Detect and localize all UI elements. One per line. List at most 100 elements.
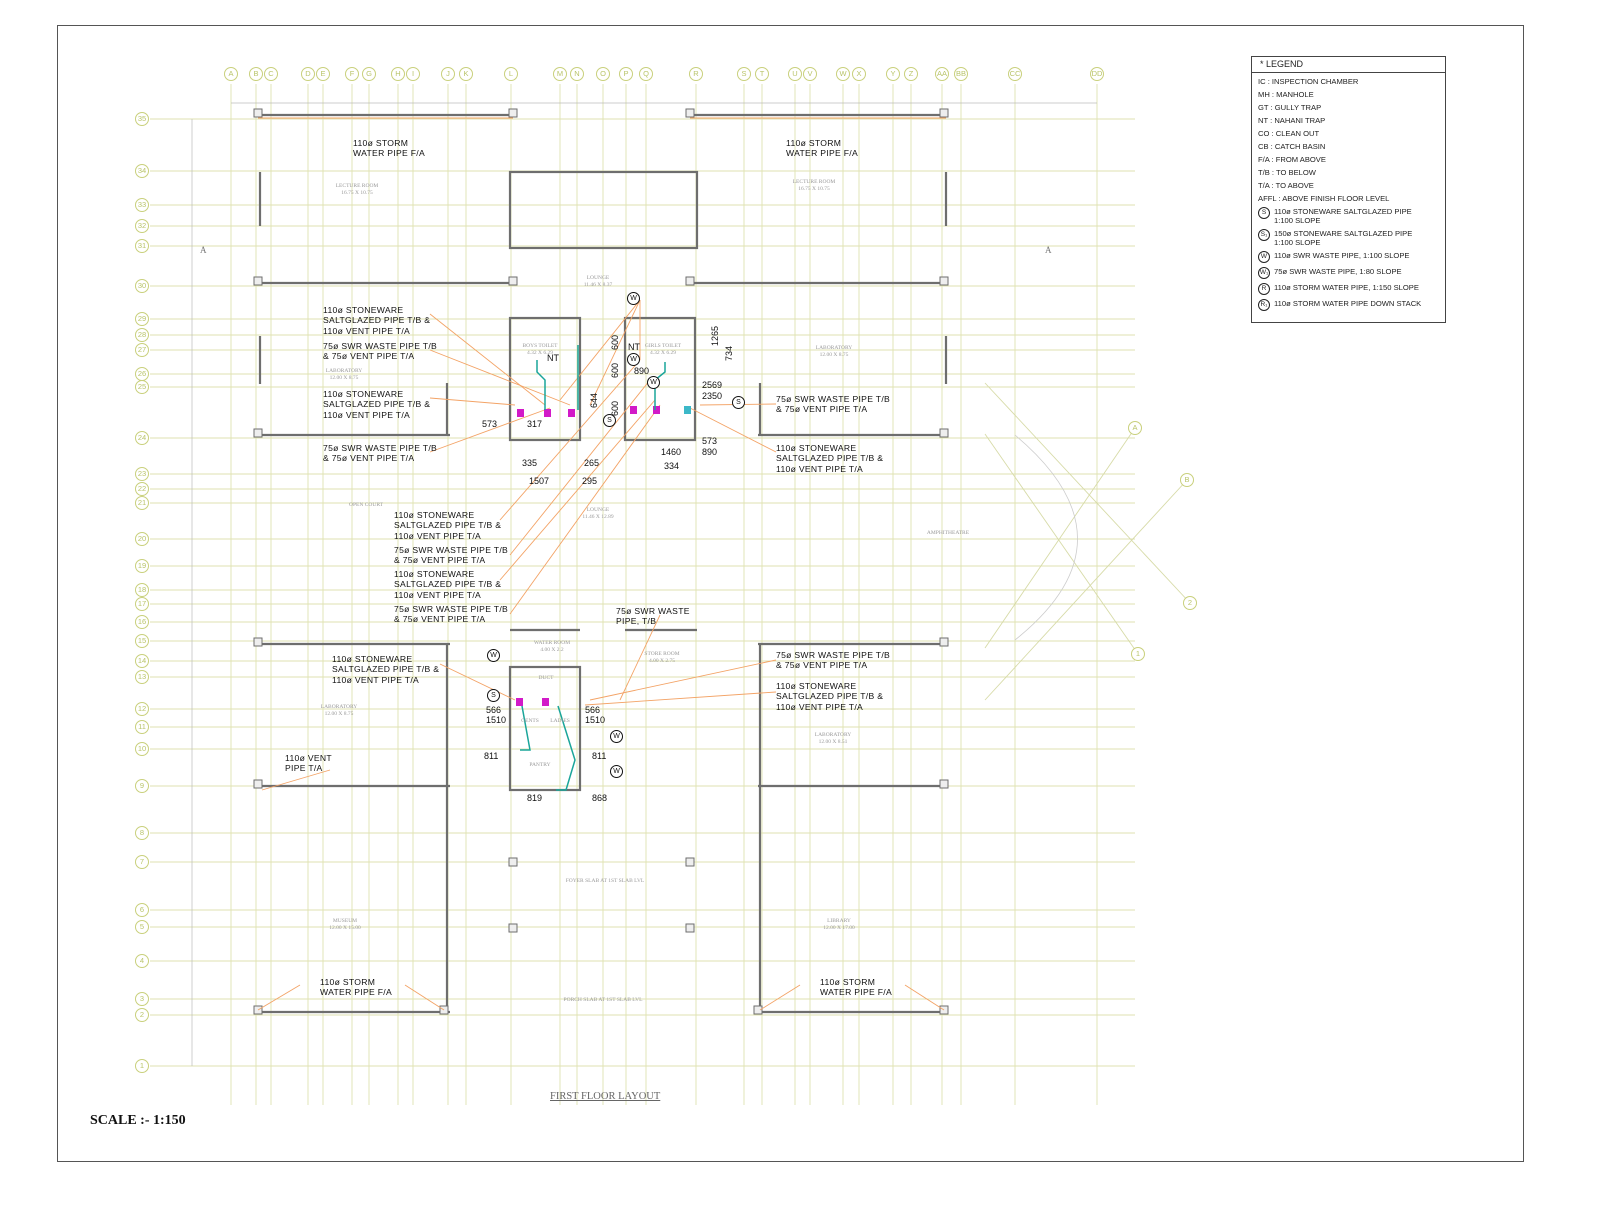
dimension: 295 [582,476,598,486]
room-label: LABORATORY 12.00 X 8.51 [814,732,852,745]
column [508,276,518,286]
room-label: DUCT [538,675,554,681]
core-walls [508,170,699,250]
grid-row-label: 26 [135,367,149,381]
pipe-note: 110ø STONEWARE SALTGLAZED PIPE T/B & 110… [323,389,431,420]
waste-pipe-symbol: W [627,292,640,305]
pipe-symbol-icon: S₁ [1258,229,1270,241]
radial-grid-line [984,479,1188,701]
grid-row-label: 13 [135,670,149,684]
leader-line [439,663,516,701]
waste-pipe-symbol: W [647,376,660,389]
room-label: AMPHITHEATRE [926,530,970,536]
grid-row-label: 3 [135,992,149,1006]
grid-column-label: U [788,67,802,81]
room-label: LABORATORY 12.00 X 8.75 [325,368,363,381]
room-label: LABORATORY 12.00 X 8.75 [320,704,358,717]
grid-row-label: 10 [135,742,149,756]
pipe-note: 75ø SWR WASTE PIPE T/B & 75ø VENT PIPE T… [323,341,438,362]
grid-column-label: DD [1090,67,1104,81]
waste-pipe-symbol: W [610,730,623,743]
dimension: 573 [702,436,718,446]
grid-row-label: 34 [135,164,149,178]
radial-grid-line [984,382,1191,604]
dimension: 890 [634,366,650,376]
room-label: PANTRY [529,762,551,768]
dimension: 2350 [702,391,723,401]
grid-row-label: 17 [135,597,149,611]
grid-column-label: S [737,67,751,81]
column [939,108,949,118]
legend-item: GT : GULLY TRAP [1258,103,1322,112]
leader-line [559,299,641,401]
radial-grid-label: 2 [1183,596,1197,610]
dimension: 734 [724,345,734,361]
room-label: STORE ROOM 4.00 X 2.75 [644,651,680,664]
leader-line [509,404,661,615]
dimension: 317 [527,419,543,429]
pipe-note: 75ø SWR WASTE PIPE T/B & 75ø VENT PIPE T… [323,443,438,464]
pipe-note: 110ø STONEWARE SALTGLAZED PIPE T/B & 110… [394,510,502,541]
room-label: FOYER SLAB AT 1ST SLAB LVL [565,878,645,884]
leader-line [257,984,301,1011]
pipe-symbol-icon: R₁ [1258,299,1270,311]
dimension: 644 [589,392,599,408]
dimension: 819 [527,793,543,803]
grid-row-label: 12 [135,702,149,716]
dimension: 1460 [661,447,682,457]
legend-item: IC : INSPECTION CHAMBER [1258,77,1359,86]
legend-item: T/A : TO ABOVE [1258,181,1314,190]
wc-fixture [684,406,691,414]
leader-line [429,349,571,406]
column [753,1005,763,1015]
leader-line [589,299,641,406]
dimension: 811 [592,751,607,761]
room-label: LOUNGE 11.46 X 8.37 [583,275,613,288]
grid-row-label: 28 [135,328,149,342]
grid-row-label: 6 [135,903,149,917]
dimension: 573 [482,419,498,429]
radial-grid-line [984,433,1139,655]
grid-column-label: I [406,67,420,81]
core-walls [508,665,582,792]
dimension: 2569 [702,380,723,390]
room-label: LADIES [550,718,570,724]
leader-line [429,407,551,453]
wc-fixture [517,409,524,417]
grid-column-label: B [249,67,263,81]
grid-row-label: 19 [135,559,149,573]
legend-symbol-text: 150ø STONEWARE SALTGLAZED PIPE 1:100 SLO… [1274,229,1413,247]
column [939,637,949,647]
grid-column-label: Q [639,67,653,81]
waste-pipe-symbol: W [610,765,623,778]
legend-item: CB : CATCH BASIN [1258,142,1326,151]
grid-row-label: 18 [135,583,149,597]
pipe-note: 110ø STONEWARE SALTGLAZED PIPE T/B & 110… [776,443,884,474]
nahani-trap-label: NT [628,342,640,352]
column [253,637,263,647]
leader-line [509,379,651,556]
stoneware-pipe-symbol: S [487,689,500,702]
grid-row-label: 31 [135,239,149,253]
room-label: GIRLS TOILET 4.32 X 6.29 [644,343,682,356]
room-label: GENTS [521,718,539,724]
column [685,857,695,867]
grid-row-label: 25 [135,380,149,394]
grid-column-label: D [301,67,315,81]
grid-column-label: F [345,67,359,81]
column [253,428,263,438]
grid-row-label: 5 [135,920,149,934]
pipe-note: 110ø STONEWARE SALTGLAZED PIPE T/B & 110… [776,681,884,712]
waste-pipe-symbol: W [487,649,500,662]
grid-column-label: G [362,67,376,81]
grid-column-label: Z [904,67,918,81]
grid-column-label: A [224,67,238,81]
grid-row-label: 35 [135,112,149,126]
pipe-note: 75ø SWR WASTE PIPE T/B & 75ø VENT PIPE T… [394,545,509,566]
pipe-note: 75ø SWR WASTE PIPE T/B & 75ø VENT PIPE T… [776,650,891,671]
room-label: LECTURE ROOM 16.75 X 10.75 [335,183,379,196]
